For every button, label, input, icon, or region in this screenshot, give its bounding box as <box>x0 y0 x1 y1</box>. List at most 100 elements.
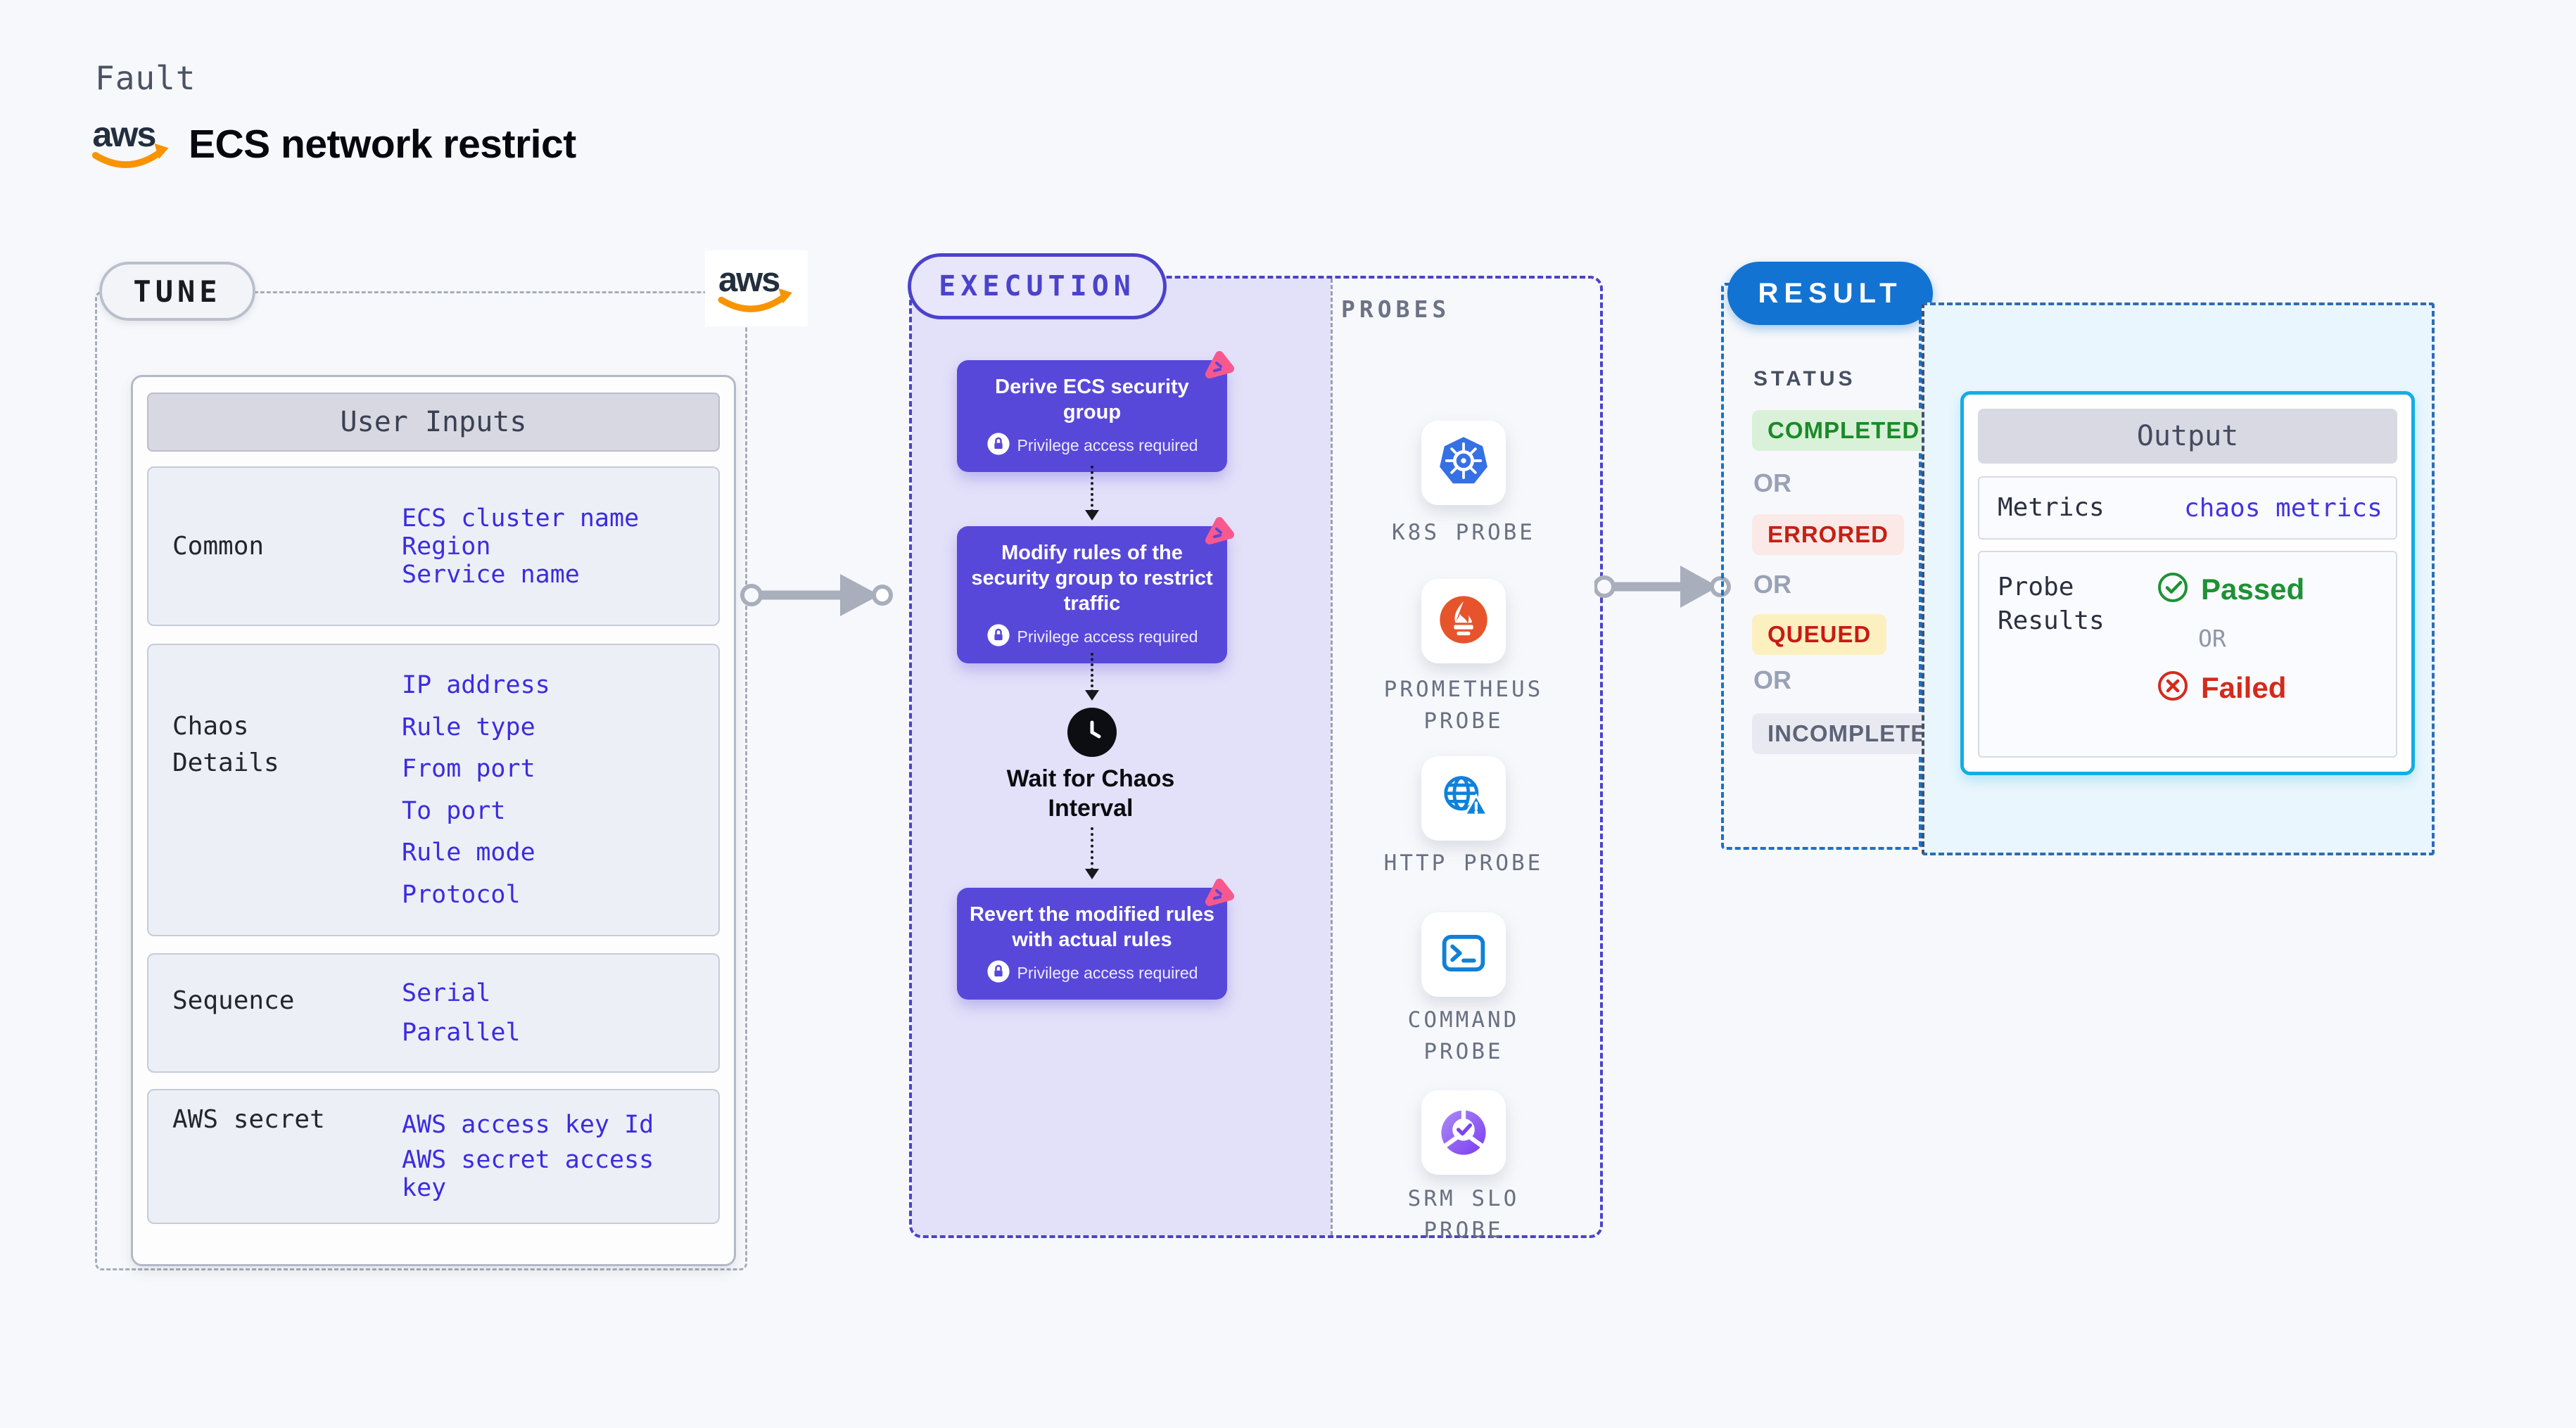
or-label: OR <box>2198 625 2226 652</box>
failed-label: Failed <box>2201 670 2287 704</box>
probe-results-row: Probe Results Passed OR <box>1978 551 2397 758</box>
privilege-note-text: Privilege access required <box>1017 627 1198 646</box>
probe-card-prometheus <box>1421 579 1506 663</box>
or-label: OR <box>1753 468 1791 497</box>
input-section-sequence: Sequence Serial Parallel <box>147 953 720 1073</box>
probes-title: PROBES <box>1341 295 1451 323</box>
input-value: Service name <box>402 560 580 589</box>
probe-results-label: Probe Results <box>1998 573 2105 635</box>
input-value: Parallel <box>402 1019 521 1047</box>
chaos-experiment-icon <box>1198 348 1238 388</box>
step-card-revert-rules: Revert the modified rules with actual ru… <box>957 879 1234 1000</box>
step-card-modify-rules: Modify rules of the security group to re… <box>957 517 1234 663</box>
terminal-icon <box>1435 925 1492 985</box>
metrics-label: Metrics <box>1998 493 2105 522</box>
or-label: OR <box>1753 570 1791 599</box>
input-section-chaos-details: Chaos Details IP address Rule type From … <box>147 644 720 936</box>
privilege-note: Privilege access required <box>986 623 1198 651</box>
lock-icon <box>986 432 1010 459</box>
status-title: STATUS <box>1753 367 1856 390</box>
status-badge-errored: ERRORED <box>1752 514 1905 555</box>
passed-row: Passed <box>2156 570 2304 608</box>
step-title: Derive ECS security group <box>995 376 1189 423</box>
passed-check-icon <box>2156 570 2190 608</box>
dotted-arrow-down <box>1085 466 1099 521</box>
input-section-label: AWS secret <box>172 1105 325 1134</box>
privilege-note-text: Privilege access required <box>1017 964 1198 982</box>
status-badge-queued: QUEUED <box>1752 614 1887 655</box>
failed-row: Failed <box>2156 669 2304 706</box>
input-section-values: ECS cluster name Region Service name <box>341 492 718 601</box>
passed-label: Passed <box>2201 572 2305 606</box>
dotted-arrow-down <box>1085 827 1099 879</box>
kubernetes-icon <box>1435 433 1492 493</box>
aws-logo-icon: aws <box>705 250 808 326</box>
aws-logo-icon: aws <box>90 114 173 177</box>
output-card: Output Metrics chaos metrics Probe Resul… <box>1960 391 2415 775</box>
status-badge-completed: COMPLETED <box>1752 410 1936 451</box>
page-title: ECS network restrict <box>189 122 576 167</box>
probe-card-command <box>1421 912 1506 997</box>
input-value: Rule type <box>402 713 535 741</box>
dotted-arrow-down <box>1085 653 1099 701</box>
input-section-values: Serial Parallel <box>341 955 718 1071</box>
step-title: Revert the modified rules with actual ru… <box>969 903 1215 951</box>
input-value: AWS secret access key <box>402 1146 654 1203</box>
input-value: Region <box>402 532 491 561</box>
probe-label: SRM SLO PROBE <box>1407 1186 1520 1243</box>
input-value: Protocol <box>402 880 521 909</box>
user-inputs-card: User Inputs Common ECS cluster name Regi… <box>131 375 736 1266</box>
chaos-experiment-icon <box>1198 875 1238 916</box>
lock-icon <box>986 623 1010 651</box>
fault-kicker: Fault <box>95 59 196 97</box>
probe-label: COMMAND PROBE <box>1407 1007 1520 1064</box>
probe-card-srm-slo <box>1421 1090 1506 1175</box>
input-value: AWS access key Id <box>402 1110 654 1139</box>
input-section-values: AWS access key Id AWS secret access key <box>341 1090 718 1223</box>
svg-text:aws: aws <box>718 261 780 299</box>
failed-x-icon <box>2156 669 2190 706</box>
input-section-label: Sequence <box>172 986 295 1015</box>
input-section-label: Common <box>172 531 265 561</box>
clock-icon <box>1067 708 1117 757</box>
tune-group-box <box>95 291 747 1270</box>
or-label: OR <box>1753 665 1791 694</box>
input-value: ECS cluster name <box>402 504 640 533</box>
wait-for-chaos-interval-label: Wait for Chaos Interval <box>1006 765 1175 822</box>
probe-card-http <box>1421 756 1506 841</box>
chaos-experiment-icon <box>1198 514 1238 554</box>
input-value: IP address <box>402 671 550 700</box>
metrics-row: Metrics chaos metrics <box>1978 476 2397 540</box>
privilege-note: Privilege access required <box>986 960 1198 987</box>
privilege-note-text: Privilege access required <box>1017 436 1198 454</box>
probe-label: HTTP PROBE <box>1383 850 1544 876</box>
http-globe-icon <box>1435 769 1492 829</box>
input-section-aws-secret: AWS secret AWS access key Id AWS secret … <box>147 1089 720 1224</box>
probe-card-k8s <box>1421 421 1506 505</box>
input-section-common: Common ECS cluster name Region Service n… <box>147 466 720 626</box>
flow-arrow-execution-to-result <box>1593 554 1732 623</box>
result-badge: RESULT <box>1727 262 1933 325</box>
output-header: Output <box>1978 409 2397 464</box>
probe-results-values: Passed OR Failed <box>2156 552 2304 756</box>
prometheus-icon <box>1435 592 1492 651</box>
svg-text:aws: aws <box>92 114 155 154</box>
tune-badge: TUNE <box>99 262 255 321</box>
step-card-derive-security-group: Derive ECS security group Privilege acce… <box>957 351 1234 472</box>
probe-label: PROMETHEUS PROBE <box>1383 677 1544 734</box>
input-value: To port <box>402 796 506 825</box>
input-value: Rule mode <box>402 839 535 867</box>
lock-icon <box>986 960 1010 987</box>
probe-label: K8S PROBE <box>1392 520 1535 545</box>
slo-donut-icon <box>1435 1103 1492 1163</box>
input-value: Serial <box>402 978 491 1007</box>
input-value: From port <box>402 755 535 784</box>
execution-badge: EXECUTION <box>908 253 1167 319</box>
step-title: Modify rules of the security group to re… <box>971 542 1213 615</box>
execution-probes-divider <box>1331 279 1333 1235</box>
input-section-label: Chaos Details <box>172 712 279 777</box>
metrics-value: chaos metrics <box>2184 493 2383 523</box>
input-section-values: IP address Rule type From port To port R… <box>341 645 718 935</box>
privilege-note: Privilege access required <box>986 432 1198 459</box>
